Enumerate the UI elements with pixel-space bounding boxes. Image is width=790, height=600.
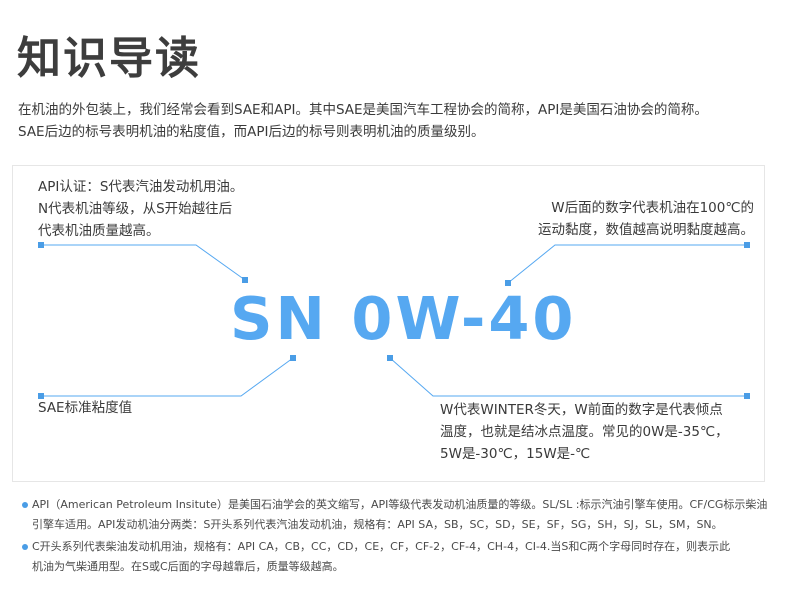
diagram-panel: [12, 165, 765, 482]
dot-sae-end: [290, 355, 296, 361]
annotation-w-number: W后面的数字代表机油在100℃的 运动黏度，数值越高说明黏度越高。: [538, 200, 754, 238]
page-title: 知识导读: [17, 33, 201, 84]
annotation-winter: W代表WINTER冬天，W前面的数字是代表倾点 温度，也就是结冰点温度。常见的0…: [440, 402, 729, 462]
dot-w-start: [744, 242, 750, 248]
bullet-icon: [22, 544, 28, 550]
intro-line: SAE后边的标号表明机油的粘度值，而API后边的标号则表明机油的质量级别。: [18, 124, 485, 140]
dot-winter-start: [744, 393, 750, 399]
dot-winter-end: [387, 355, 393, 361]
note-c-series: C开头系列代表柴油发动机用油，规格有：API CA，CB，CC，CD，CE，CF…: [32, 540, 731, 573]
dot-api-end: [242, 277, 248, 283]
leader-line-winter: [389, 357, 747, 397]
leader-line-sae: [41, 357, 294, 397]
leader-line-w-number: [507, 244, 747, 284]
dot-api-start: [38, 242, 44, 248]
intro-paragraph: 在机油的外包装上，我们经常会看到SAE和API。其中SAE是美国汽车工程协会的简…: [18, 99, 788, 143]
annotation-api: API认证：S代表汽油发动机用油。 N代表机油等级，从S开始越往后 代表机油质量…: [38, 179, 244, 239]
intro-line: 在机油的外包装上，我们经常会看到SAE和API。其中SAE是美国汽车工程协会的简…: [18, 102, 708, 118]
note-api: API（American Petroleum Insitute）是美国石油学会的…: [32, 498, 768, 531]
dot-w-end: [505, 280, 511, 286]
leader-line-api: [41, 244, 246, 281]
oil-grade-code: SN 0W-40: [230, 284, 577, 353]
bullet-icon: [22, 502, 28, 508]
dot-sae-start: [38, 393, 44, 399]
annotation-sae: SAE标准粘度值: [38, 400, 133, 416]
